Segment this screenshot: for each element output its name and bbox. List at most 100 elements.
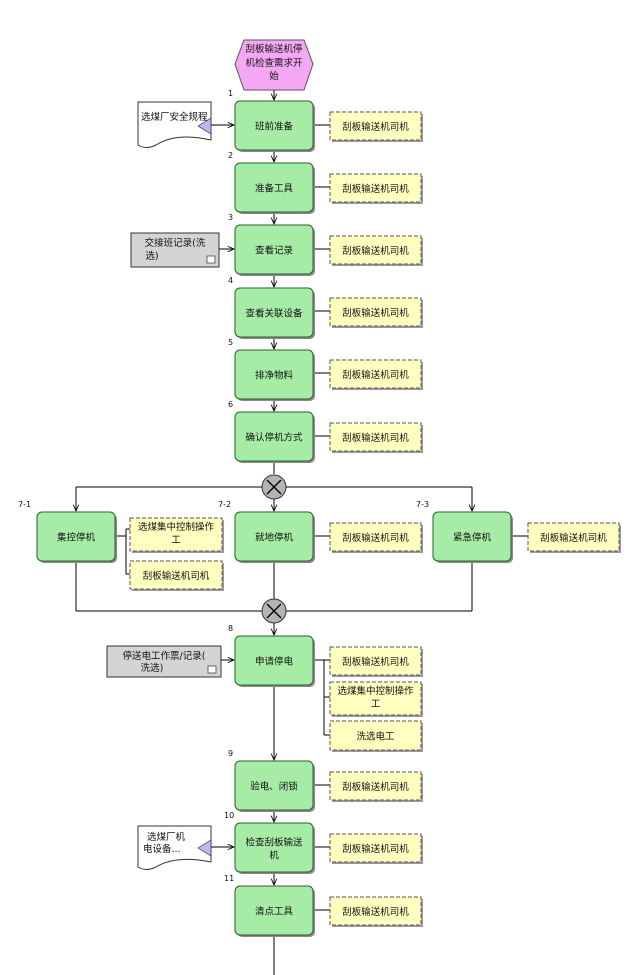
role-rect	[329, 235, 422, 265]
doc-icon	[206, 255, 216, 264]
activity-label: 排净物料	[255, 370, 294, 382]
role-box: 刮板输送机司机	[329, 297, 423, 328]
svg-text:始: 始	[269, 70, 279, 82]
activity-label: 清点工具	[255, 906, 294, 918]
document-equipment: 选煤厂机 电设备...	[137, 825, 212, 870]
role-rect	[329, 833, 422, 863]
activity-label: 确认停机方式	[245, 432, 303, 444]
role-rect	[329, 681, 422, 716]
role-rect	[329, 896, 422, 926]
step-number: 9	[228, 749, 233, 758]
step-number: 10	[224, 811, 234, 820]
role-rect	[329, 359, 422, 389]
activity-4: 查看关联设备	[234, 287, 315, 339]
role-boxes: 刮板输送机司机刮板输送机司机刮板输送机司机刮板输送机司机刮板输送机司机刮板输送机…	[129, 111, 621, 927]
role-label: 刮板输送机司机	[342, 906, 409, 918]
role-label: 刮板输送机司机	[342, 245, 409, 257]
role-box: 刮板输送机司机	[329, 833, 423, 864]
activity-box	[234, 349, 314, 400]
activity-label-line2: 机	[269, 850, 279, 862]
step-number: 8	[228, 624, 233, 633]
svg-text:刮板输送机停: 刮板输送机停	[245, 43, 303, 55]
activity-box	[234, 885, 314, 936]
activity-2: 准备工具	[234, 162, 315, 214]
activity-label: 申请停电	[255, 656, 294, 668]
svg-text:机检查需求开: 机检查需求开	[245, 57, 303, 69]
activity-7-3: 紧急停机	[432, 511, 513, 563]
activity-box	[234, 760, 314, 811]
step-number: 5	[228, 338, 233, 347]
svg-text:选): 选)	[145, 250, 158, 262]
role-rect	[329, 771, 422, 801]
role-box: 洗选电工	[329, 720, 423, 752]
activity-box	[234, 100, 314, 151]
role-label: 选煤集中控制操作	[138, 521, 215, 533]
activity-box	[234, 511, 314, 562]
role-rect	[329, 522, 422, 552]
step-number: 7-2	[218, 500, 231, 509]
step-number: 7-1	[18, 500, 31, 509]
step-number: 2	[228, 151, 233, 160]
activity-1: 班前准备	[234, 100, 315, 152]
role-box: 刮板输送机司机	[527, 522, 621, 553]
step-number: 1	[228, 89, 233, 98]
step-number: 3	[228, 213, 233, 222]
role-label: 刮板输送机司机	[342, 656, 409, 668]
role-label: 刮板输送机司机	[342, 183, 409, 195]
role-rect	[329, 720, 422, 751]
activity-box	[432, 511, 512, 562]
role-label: 刮板输送机司机	[342, 307, 409, 319]
activity-box	[36, 511, 116, 562]
role-rect	[329, 646, 422, 676]
activity-label: 紧急停机	[453, 532, 492, 544]
step-number: 11	[224, 874, 234, 883]
role-label: 刮板输送机司机	[342, 532, 409, 544]
svg-text:选煤厂机: 选煤厂机	[147, 831, 186, 843]
role-rect	[329, 173, 422, 203]
activity-7-2: 就地停机	[234, 511, 315, 563]
start-event: 刮板输送机停 机检查需求开 始	[234, 39, 314, 91]
step-number: 6	[228, 400, 233, 409]
doc-icon	[207, 665, 217, 674]
activity-3: 查看记录	[234, 224, 315, 276]
role-label: 洗选电工	[356, 731, 395, 743]
role-rect	[329, 297, 422, 327]
role-rect	[329, 111, 422, 141]
activity-label: 验电、闭锁	[250, 781, 298, 793]
role-label: 刮板输送机司机	[342, 781, 409, 793]
activity-label: 准备工具	[255, 183, 294, 195]
activities: 班前准备准备工具查看记录查看关联设备排净物料确认停机方式集控停机就地停机紧急停机…	[36, 100, 513, 937]
role-box: 刮板输送机司机	[329, 111, 423, 142]
activity-box	[234, 224, 314, 275]
role-label: 刮板输送机司机	[342, 121, 409, 133]
role-label: 工	[171, 535, 181, 546]
role-label: 刮板输送机司机	[540, 532, 607, 544]
svg-text:选煤厂安全规程: 选煤厂安全规程	[141, 111, 208, 123]
activity-label: 就地停机	[255, 532, 294, 544]
role-rect	[129, 560, 223, 590]
document-handover-log: 交接班记录(洗 选)	[130, 232, 220, 268]
svg-text:停送电工作票/记录(: 停送电工作票/记录(	[123, 650, 206, 662]
document-power-ticket: 停送电工作票/记录( 洗选)	[106, 645, 222, 678]
role-box: 刮板输送机司机	[329, 235, 423, 266]
role-box: 刮板输送机司机	[329, 422, 423, 453]
document-safety-rules: 选煤厂安全规程	[137, 101, 212, 148]
role-box: 刮板输送机司机	[329, 646, 423, 677]
role-box: 刮板输送机司机	[129, 560, 224, 591]
activity-box	[234, 287, 314, 338]
gateway-split	[261, 474, 287, 500]
role-label: 刮板输送机司机	[342, 843, 409, 855]
role-rect	[527, 522, 620, 552]
role-box: 刮板输送机司机	[329, 771, 423, 802]
role-box: 刮板输送机司机	[329, 522, 423, 553]
activity-11: 清点工具	[234, 885, 315, 937]
activity-box	[234, 411, 314, 462]
svg-text:电设备...: 电设备...	[143, 843, 181, 855]
role-label: 工	[371, 699, 381, 710]
role-box: 刮板输送机司机	[329, 173, 423, 204]
activity-label: 查看关联设备	[245, 308, 303, 320]
role-label: 刮板输送机司机	[342, 432, 409, 444]
